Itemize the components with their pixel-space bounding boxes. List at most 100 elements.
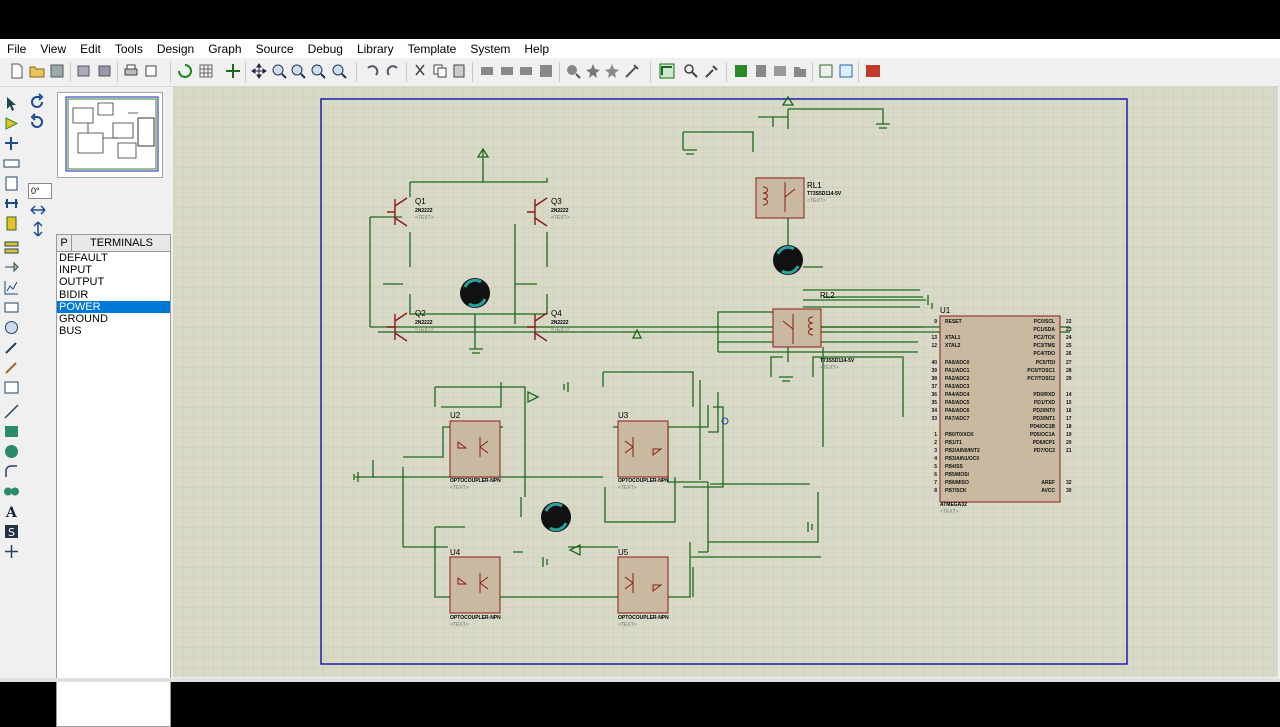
- voltage-probe-mode-icon[interactable]: [3, 339, 20, 356]
- circle-mode-icon[interactable]: [3, 443, 20, 460]
- tape-recorder-mode-icon[interactable]: [3, 299, 20, 316]
- schematic-canvas[interactable]: Q1 2N2222 <TEXT> Q2 2N2222 <TEXT> Q3 2N2…: [173, 87, 1278, 677]
- zoom-out-icon[interactable]: [290, 63, 306, 79]
- symbol-mode-icon[interactable]: S: [3, 523, 20, 540]
- make-device-icon[interactable]: [585, 63, 601, 79]
- mcu-right-pin-number: 14: [1066, 392, 1072, 398]
- ares-icon[interactable]: [865, 63, 881, 79]
- property-assignment-icon[interactable]: [704, 63, 720, 79]
- virtual-instruments-mode-icon[interactable]: [3, 379, 20, 396]
- rl1-text: <TEXT>: [807, 198, 826, 204]
- arc-mode-icon[interactable]: [3, 463, 20, 480]
- erc-icon[interactable]: [772, 63, 788, 79]
- print-icon[interactable]: [123, 63, 139, 79]
- line-mode-icon[interactable]: [3, 403, 20, 420]
- mcu-left-pin-label: PB7/SCK: [945, 488, 967, 494]
- pan-icon[interactable]: [251, 63, 267, 79]
- q1-ref: Q1: [415, 197, 426, 206]
- block-rotate-icon[interactable]: [518, 63, 534, 79]
- mcu-left-pin-label: PB3/AIN1/OC0: [945, 456, 979, 462]
- text-mode-icon[interactable]: A: [3, 503, 20, 520]
- menu-design[interactable]: Design: [156, 41, 195, 56]
- zoom-area-icon[interactable]: [331, 63, 347, 79]
- print-area-icon[interactable]: [143, 63, 159, 79]
- isis-window: File View Edit Tools Design Graph Source…: [0, 39, 1280, 727]
- undo-icon[interactable]: [364, 63, 380, 79]
- box-mode-icon[interactable]: [3, 423, 20, 440]
- menu-tools[interactable]: Tools: [114, 41, 143, 56]
- mirror-vertical-icon[interactable]: [31, 221, 45, 237]
- block-move-icon[interactable]: [499, 63, 515, 79]
- motor-1: [460, 278, 490, 308]
- terminal-output[interactable]: OUTPUT: [59, 276, 105, 289]
- bus-mode-icon[interactable]: [3, 195, 20, 212]
- zoom-all-icon[interactable]: [310, 63, 326, 79]
- mcu-left-pin-number: 8: [934, 488, 937, 494]
- export-icon[interactable]: [96, 63, 112, 79]
- menu-template[interactable]: Template: [407, 41, 457, 56]
- mirror-horizontal-icon[interactable]: [30, 203, 46, 217]
- zoom-in-icon[interactable]: [271, 63, 287, 79]
- save-icon[interactable]: [49, 63, 65, 79]
- import-icon[interactable]: [76, 63, 92, 79]
- search-tag-icon[interactable]: [683, 63, 699, 79]
- terminal-bidir[interactable]: BIDIR: [59, 288, 89, 301]
- generator-mode-icon[interactable]: [3, 319, 20, 336]
- ares-netlist-icon[interactable]: [792, 63, 808, 79]
- redraw-icon[interactable]: [177, 63, 193, 79]
- terminal-input[interactable]: INPUT: [59, 264, 92, 277]
- u2-value: OPTOCOUPLER-NPN: [450, 478, 501, 484]
- redo-icon[interactable]: [385, 63, 401, 79]
- junction-mode-icon[interactable]: [3, 135, 20, 152]
- origin-icon[interactable]: [225, 63, 241, 79]
- terminal-power[interactable]: POWER: [57, 300, 170, 313]
- menu-library[interactable]: Library: [356, 41, 394, 56]
- component-mode-icon[interactable]: [3, 115, 20, 132]
- block-copy-icon[interactable]: [479, 63, 495, 79]
- build-project-icon[interactable]: [838, 63, 854, 79]
- bom-icon[interactable]: [753, 63, 769, 79]
- paste-icon[interactable]: [451, 63, 467, 79]
- graph-mode-icon[interactable]: [3, 279, 20, 296]
- menu-help[interactable]: Help: [524, 41, 550, 56]
- grid-icon[interactable]: [198, 63, 214, 79]
- marker-mode-icon[interactable]: [3, 543, 20, 560]
- device-pins-mode-icon[interactable]: [3, 259, 20, 276]
- wire-label-mode-icon[interactable]: [3, 155, 20, 172]
- u4-value: OPTOCOUPLER-NPN: [450, 615, 501, 621]
- source-code-icon[interactable]: [818, 63, 834, 79]
- open-folder-icon[interactable]: [29, 63, 45, 79]
- block-delete-icon[interactable]: [538, 63, 554, 79]
- new-file-icon[interactable]: [9, 63, 25, 79]
- selection-mode-icon[interactable]: [3, 95, 20, 112]
- menu-file[interactable]: File: [7, 41, 27, 56]
- terminal-bus[interactable]: BUS: [59, 325, 82, 338]
- netlist-icon[interactable]: [733, 63, 749, 79]
- text-script-mode-icon[interactable]: [3, 175, 20, 192]
- current-probe-mode-icon[interactable]: [3, 359, 20, 376]
- menu-source[interactable]: Source: [255, 41, 294, 56]
- rotate-anticlockwise-icon[interactable]: [28, 113, 46, 131]
- terminal-ground[interactable]: GROUND: [59, 312, 108, 325]
- cut-icon[interactable]: [412, 63, 428, 79]
- menu-debug[interactable]: Debug: [307, 41, 343, 56]
- pick-device-icon[interactable]: [565, 63, 581, 79]
- menu-view[interactable]: View: [40, 41, 67, 56]
- wire-autorouter-icon[interactable]: [659, 63, 675, 79]
- decompose-icon[interactable]: [624, 63, 640, 79]
- rotation-field[interactable]: 0°: [28, 183, 52, 199]
- packaging-tool-icon[interactable]: [604, 63, 620, 79]
- rotate-clockwise-icon[interactable]: [28, 93, 46, 111]
- copy-icon[interactable]: [432, 63, 448, 79]
- overview-window[interactable]: [57, 92, 163, 178]
- menu-edit[interactable]: Edit: [80, 41, 101, 56]
- menu-graph[interactable]: Graph: [208, 41, 242, 56]
- menu-system[interactable]: System: [470, 41, 511, 56]
- pick-from-library-button[interactable]: P: [57, 235, 72, 251]
- subcircuit-mode-icon[interactable]: [3, 215, 20, 232]
- path-mode-icon[interactable]: [3, 483, 20, 500]
- mcu-right-pin-label: AVCC: [1041, 488, 1055, 494]
- terminals-mode-icon[interactable]: [3, 239, 20, 256]
- q3-text: <TEXT>: [551, 215, 570, 221]
- terminal-default[interactable]: DEFAULT: [59, 252, 108, 264]
